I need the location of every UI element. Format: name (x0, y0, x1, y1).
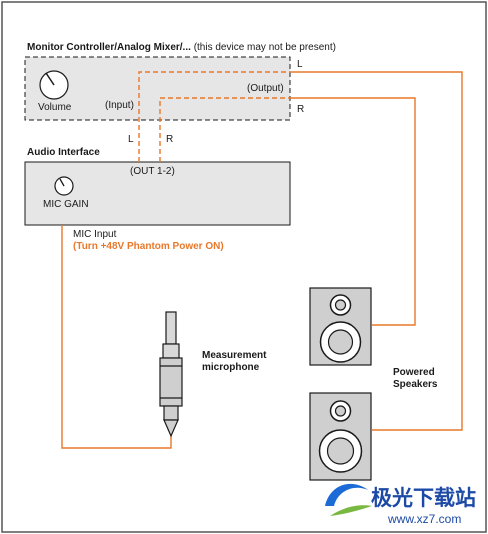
audio-interface-outputs-label: (OUT 1-2) (130, 166, 175, 177)
audio-interface-title: Audio Interface (27, 147, 100, 158)
mic-gain-knob-icon (54, 176, 74, 196)
cable-mic (61, 225, 172, 449)
cables (61, 71, 463, 449)
monitor-output-label: (Output) (247, 83, 284, 94)
microphone-label-line1: Measurement (202, 350, 267, 361)
cable-out-right-dashed (159, 97, 290, 162)
phantom-power-note: (Turn +48V Phantom Power ON) (73, 241, 224, 252)
measurement-microphone-icon (159, 311, 183, 438)
cable-left-speaker (290, 71, 463, 431)
speaker-bottom-icon (309, 392, 372, 481)
watermark-logo-icon (325, 483, 372, 516)
monitor-controller-box (24, 56, 291, 121)
cable-out-left-dashed (138, 71, 290, 162)
monitor-controller-title: Monitor Controller/Analog Mixer/... (27, 42, 191, 53)
input-right-label: R (166, 134, 174, 145)
mic-input-label: MIC Input (73, 229, 117, 240)
mic-gain-label: MIC GAIN (43, 199, 89, 210)
watermark-url: www.xz7.com (388, 512, 462, 526)
microphone-label-line2: microphone (202, 362, 260, 373)
monitor-out-right-label: R (297, 104, 305, 115)
input-left-label: L (128, 134, 134, 145)
volume-label: Volume (38, 102, 72, 113)
speaker-top-icon (309, 287, 372, 366)
watermark-brand: 极光下载站 (371, 486, 476, 510)
cable-right-speaker (290, 97, 416, 326)
monitor-controller-note: (this device may not be present) (193, 42, 336, 53)
volume-knob-icon (39, 70, 69, 100)
monitor-input-label: (Input) (105, 100, 134, 111)
monitor-controller-header: Monitor Controller/Analog Mixer/... (thi… (27, 42, 336, 54)
speakers-label-line2: Speakers (393, 379, 438, 390)
speakers-label-line1: Powered (393, 367, 435, 378)
monitor-out-left-label: L (297, 59, 303, 70)
